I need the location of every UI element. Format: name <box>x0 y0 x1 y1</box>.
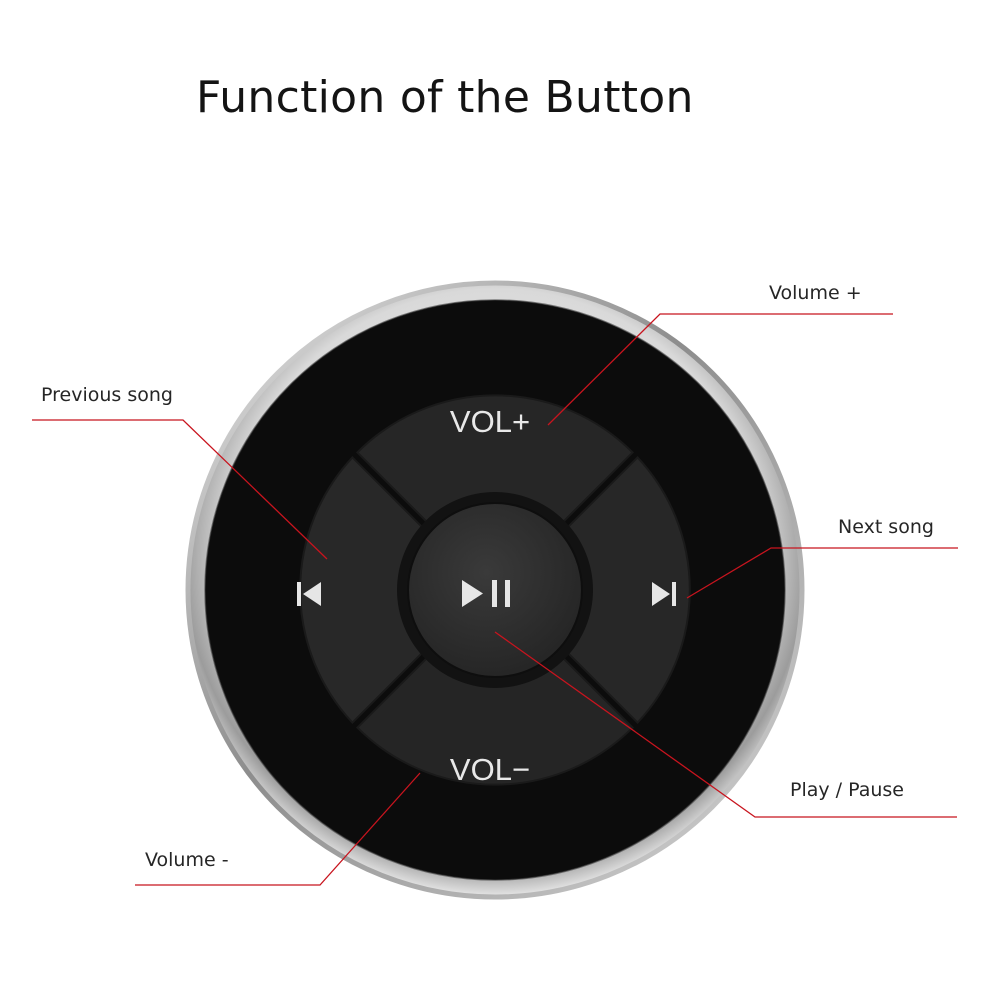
callout-volume-up: Volume + <box>769 282 862 304</box>
callout-lines <box>32 313 958 886</box>
callout-next-song: Next song <box>838 516 934 538</box>
next-track-icon <box>652 582 676 606</box>
callout-line-volume-down <box>135 772 421 886</box>
callout-volume-down: Volume - <box>145 849 229 871</box>
vol-down-label: VOL− <box>450 752 530 787</box>
vol-up-label: VOL+ <box>450 404 530 439</box>
device-face-edge <box>204 299 786 881</box>
page-title: Function of the Button <box>196 72 694 123</box>
previous-track-icon <box>297 582 321 606</box>
callout-previous-song: Previous song <box>41 384 173 406</box>
callout-line-next-song <box>686 547 958 599</box>
callout-line-previous-song <box>32 419 328 560</box>
callout-line-play-pause <box>494 631 957 818</box>
play-pause-icon <box>462 580 510 607</box>
callout-play-pause: Play / Pause <box>790 779 904 801</box>
callout-line-volume-up <box>547 313 893 426</box>
